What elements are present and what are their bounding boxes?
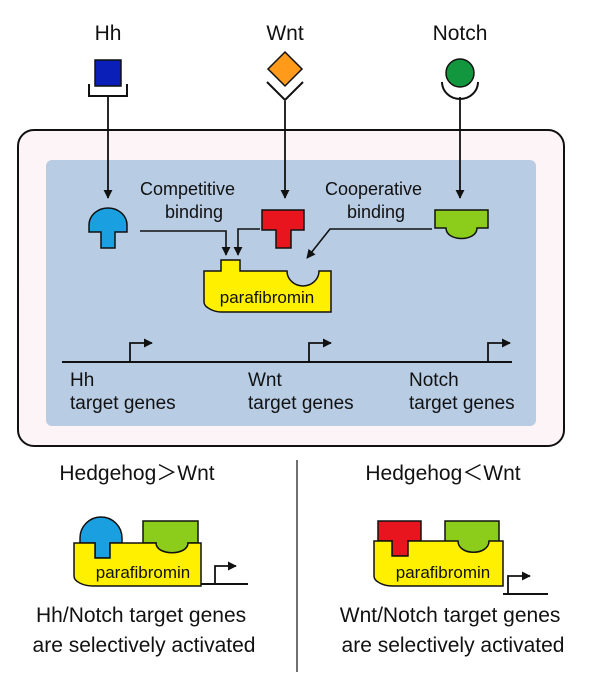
hh-effector-icon [88, 207, 128, 249]
cooperative-line-1: Cooperative [325, 179, 422, 199]
parafibromin-protein [203, 259, 332, 313]
left-comparison-title: Hedgehog＞Wnt [59, 462, 214, 485]
notch-promoter-arrow [487, 338, 511, 362]
right-parafibromin-protein [373, 540, 504, 587]
hh-target-genes-label: Hh target genes [70, 370, 176, 414]
wnt-target-genes-label: Wnt target genes [248, 370, 354, 414]
wnt-effector-icon [261, 209, 305, 249]
left-caption-line-1: Hh/Notch target genes [36, 604, 246, 627]
left-parafibromin-label: parafibromin [96, 563, 191, 582]
competitive-line-1: Competitive [140, 179, 235, 199]
hh-ligand-icon [94, 59, 122, 87]
notch-target-line-2: target genes [409, 393, 515, 414]
wnt-target-line-1: Wnt [248, 370, 283, 391]
right-parafibromin-label: parafibromin [396, 563, 491, 582]
wnt-receptor-icon [266, 81, 304, 102]
cooperative-line-2: binding [347, 202, 405, 222]
left-caption-line-2: are selectively activated [33, 634, 256, 657]
cooperative-arrow [306, 228, 432, 259]
hh-signal-label: Hh [95, 22, 122, 45]
competitive-binding-label: Competitive binding [140, 179, 240, 222]
hh-target-line-2: target genes [70, 393, 176, 414]
competitive-line-2: binding [165, 202, 223, 222]
parafibromin-label: parafibromin [220, 288, 315, 307]
competitive-arrow-left [140, 230, 231, 256]
hh-receptor-icon [88, 84, 128, 97]
left-caption: Hh/Notch target genes are selectively ac… [33, 604, 256, 657]
notch-target-line-1: Notch [409, 370, 459, 391]
left-promoter-arrow [214, 561, 237, 584]
right-caption-line-2: are selectively activated [342, 634, 565, 657]
right-caption: Wnt/Notch target genes are selectively a… [340, 604, 566, 657]
right-comparison-title: Hedgehog＜Wnt [365, 462, 520, 485]
wnt-target-line-2: target genes [248, 393, 354, 414]
right-promoter-arrow [507, 571, 531, 594]
cooperative-binding-label: Cooperative binding [325, 179, 427, 222]
right-caption-line-1: Wnt/Notch target genes [340, 604, 561, 627]
notch-effector-icon [434, 209, 489, 240]
notch-ligand-icon [445, 58, 475, 88]
competitive-arrow-right [233, 228, 260, 256]
wnt-promoter-arrow [308, 338, 332, 362]
wnt-ligand-icon [266, 50, 304, 88]
notch-target-genes-label: Notch target genes [409, 370, 515, 414]
wnt-signal-label: Wnt [266, 22, 304, 45]
hh-target-line-1: Hh [70, 370, 94, 391]
left-parafibromin-protein [73, 542, 202, 587]
notch-signal-label: Notch [433, 22, 488, 45]
hh-promoter-arrow [129, 338, 153, 362]
